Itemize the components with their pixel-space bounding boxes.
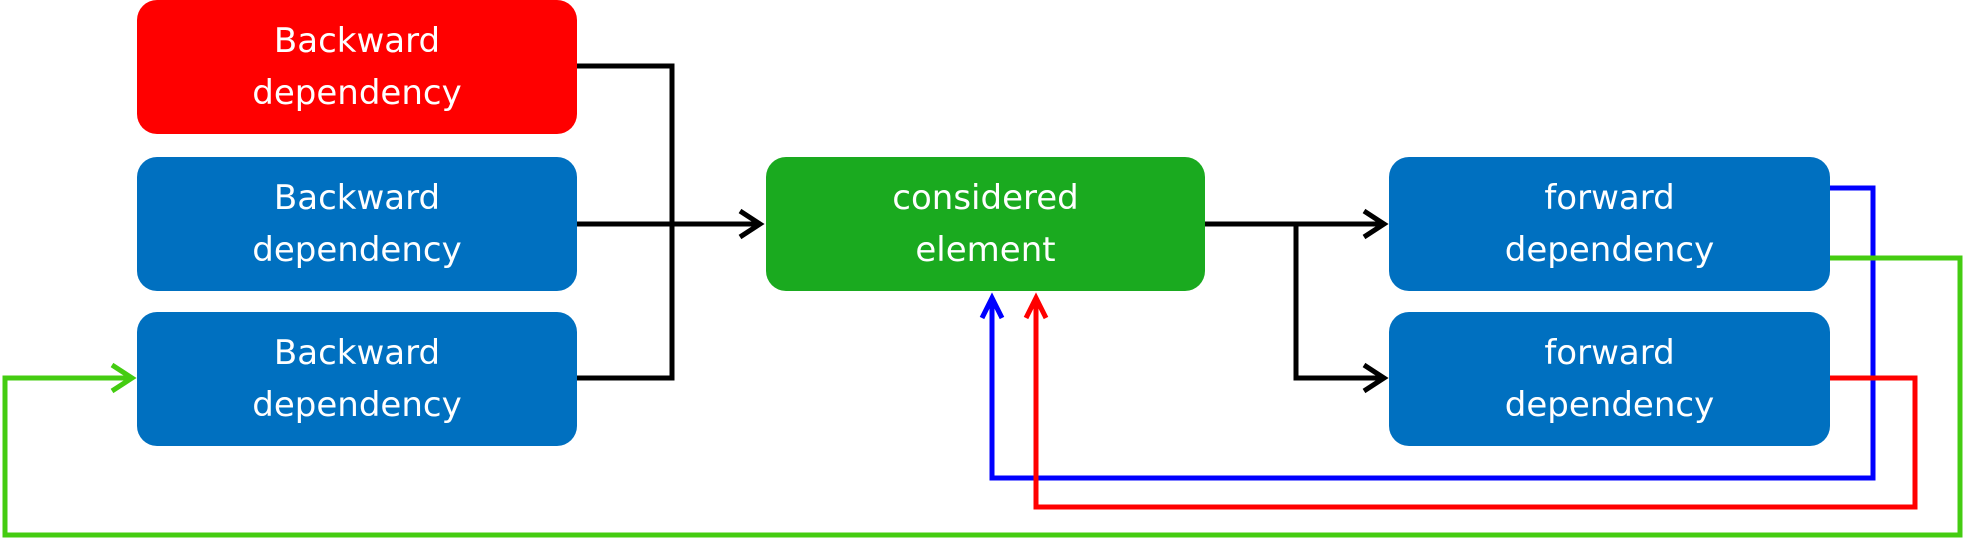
node-label-line2: dependency	[252, 230, 462, 270]
edge-considered-to-forward-2	[1293, 224, 1380, 381]
node-label-line2: dependency	[252, 73, 462, 113]
node-label-line2: dependency	[1504, 385, 1715, 425]
node-label-line1: Backward	[273, 21, 441, 61]
node-label-line1: forward	[1544, 333, 1675, 373]
edge-forward-2-to-considered-red	[1033, 300, 1918, 510]
node-label-line2: dependency	[1504, 230, 1715, 270]
edge-forward-1-to-backward-3-green	[2, 255, 1963, 538]
edge-forward-1-to-considered-blue	[989, 185, 1876, 481]
considered-element-node[interactable]: considered element	[766, 157, 1205, 291]
arrowhead-considered-red	[1023, 292, 1049, 320]
arrowhead-backward-3-green	[110, 362, 137, 394]
arrowhead-considered-blue	[979, 292, 1005, 320]
node-label-line2: element	[915, 230, 1056, 270]
arrowhead-forward-1-input	[1362, 208, 1389, 240]
node-label-line1: Backward	[273, 333, 441, 373]
forward-dependency-node-1[interactable]: forward dependency	[1389, 157, 1830, 291]
node-label-line1: Backward	[273, 178, 441, 218]
arrowhead-forward-2-input	[1362, 362, 1389, 394]
edge-backward-3-to-considered	[577, 224, 675, 381]
forward-dependency-node-2[interactable]: forward dependency	[1389, 312, 1830, 446]
node-label-line1: considered	[892, 178, 1079, 218]
node-label-line2: dependency	[252, 385, 462, 425]
backward-dependency-node-2[interactable]: Backward dependency	[137, 157, 577, 291]
edge-backward-1-to-considered	[577, 63, 675, 224]
node-label-line1: forward	[1544, 178, 1675, 218]
backward-dependency-node-1[interactable]: Backward dependency	[137, 0, 577, 134]
arrowhead-considered-input	[738, 208, 765, 240]
backward-dependency-node-3[interactable]: Backward dependency	[137, 312, 577, 446]
